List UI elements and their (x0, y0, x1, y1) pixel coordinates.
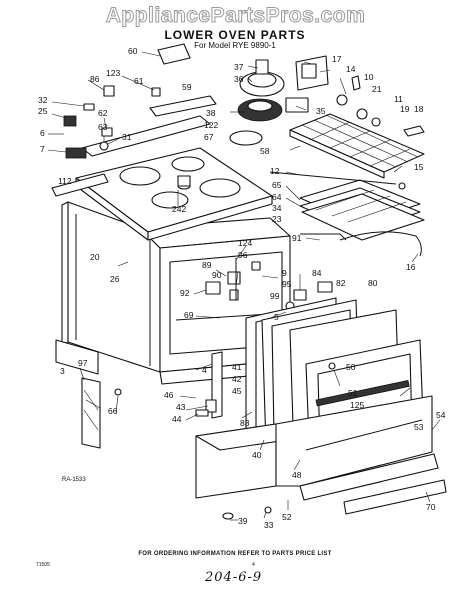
callout-63: 63 (98, 122, 108, 132)
callout-62: 62 (98, 108, 108, 118)
callout-125: 125 (350, 400, 364, 410)
callout-50: 50 (346, 362, 356, 372)
callout-67: 67 (204, 132, 214, 142)
callout-99: 99 (270, 291, 280, 301)
callout-21: 21 (372, 84, 382, 94)
callout-33: 33 (264, 520, 274, 530)
callout-80: 80 (368, 278, 378, 288)
callout-36: 36 (234, 74, 244, 84)
callout-92: 92 (180, 288, 190, 298)
callout-64: 64 (272, 192, 282, 202)
ordering-note: FOR ORDERING INFORMATION REFER TO PARTS … (138, 551, 332, 557)
callout-44: 44 (172, 414, 182, 424)
callout-59: 59 (182, 82, 192, 92)
callout-82: 82 (336, 278, 346, 288)
callout-9: 9 (282, 268, 287, 278)
callout-53: 53 (414, 422, 424, 432)
callout-112: 112 (58, 176, 72, 186)
reference-code: 71505 (36, 562, 50, 568)
callout-6: 6 (40, 128, 45, 138)
oven-interior-drawing (175, 258, 333, 321)
drawer-drawing (195, 395, 447, 520)
callout-89: 89 (202, 260, 212, 270)
side-panel-drawing (55, 339, 122, 449)
diagram-title: LOWER OVEN PARTS (164, 28, 306, 42)
callout-7: 7 (40, 144, 45, 154)
callout-242: 242 (172, 204, 186, 214)
callout-61: 61 (134, 76, 144, 86)
callout-58: 58 (260, 146, 270, 156)
callout-15: 15 (414, 162, 424, 172)
handwritten-note: 204-6-9 (205, 570, 263, 585)
callout-122: 122 (204, 120, 218, 130)
callout-31: 31 (122, 132, 132, 142)
callout-66: 66 (108, 406, 118, 416)
model-subtitle: For Model RYE 9890-1 (194, 41, 276, 50)
callout-labels: 60 37 17 14 86 123 61 36 10 59 21 32 25 … (38, 46, 446, 530)
callout-4: 4 (202, 365, 207, 375)
callout-51: 51 (348, 388, 358, 398)
callout-41: 41 (232, 362, 242, 372)
callout-95: 95 (282, 279, 292, 289)
callout-45: 45 (232, 386, 242, 396)
callout-39: 39 (238, 516, 248, 526)
callout-3: 3 (60, 366, 65, 376)
callout-97: 97 (78, 358, 88, 368)
callout-124: 124 (238, 238, 252, 248)
callout-90: 90 (212, 270, 222, 280)
callout-123: 123 (106, 68, 120, 78)
callout-60: 60 (128, 46, 138, 56)
callout-17: 17 (332, 54, 342, 64)
callout-40: 40 (252, 450, 262, 460)
callout-35: 35 (316, 106, 326, 116)
callout-18: 18 (414, 104, 424, 114)
callout-70: 70 (426, 502, 436, 512)
figure-code: RA-1533 (62, 477, 86, 483)
leader-lines (47, 51, 441, 521)
callout-52: 52 (282, 512, 292, 522)
callout-38: 38 (206, 108, 216, 118)
callout-65: 65 (272, 180, 282, 190)
callout-43: 43 (176, 402, 186, 412)
callout-26: 26 (110, 274, 120, 284)
callout-54: 54 (436, 410, 446, 420)
callout-14: 14 (346, 64, 356, 74)
callout-25: 25 (38, 106, 48, 116)
callout-46: 46 (164, 390, 174, 400)
cooktop-drawing (75, 147, 273, 241)
page-number: 4 (252, 562, 255, 568)
callout-83: 83 (240, 418, 250, 428)
watermark: AppliancePartsPros.com (105, 4, 366, 28)
upper-right-parts-drawing (289, 55, 425, 179)
callout-12: 12 (270, 166, 280, 176)
callout-37: 37 (234, 62, 244, 72)
callout-5: 5 (274, 312, 279, 322)
burner-element-drawing (229, 59, 309, 146)
callout-16: 16 (406, 262, 416, 272)
callout-42: 42 (232, 374, 242, 384)
callout-84: 84 (312, 268, 322, 278)
callout-69: 69 (184, 310, 194, 320)
callout-10: 10 (364, 72, 374, 82)
callout-19: 19 (400, 104, 410, 114)
callout-20: 20 (90, 252, 100, 262)
callout-48: 48 (292, 470, 302, 480)
cabinet-drawing (61, 201, 293, 385)
control-panel-drawing (51, 43, 217, 197)
callout-86: 86 (90, 74, 100, 84)
oven-rack-drawing (269, 171, 425, 257)
callout-32: 32 (38, 95, 48, 105)
callout-91: 91 (292, 233, 302, 243)
callout-11: 11 (394, 94, 403, 104)
callout-23: 23 (272, 214, 282, 224)
callout-96: 96 (238, 250, 248, 260)
callout-34: 34 (272, 203, 282, 213)
